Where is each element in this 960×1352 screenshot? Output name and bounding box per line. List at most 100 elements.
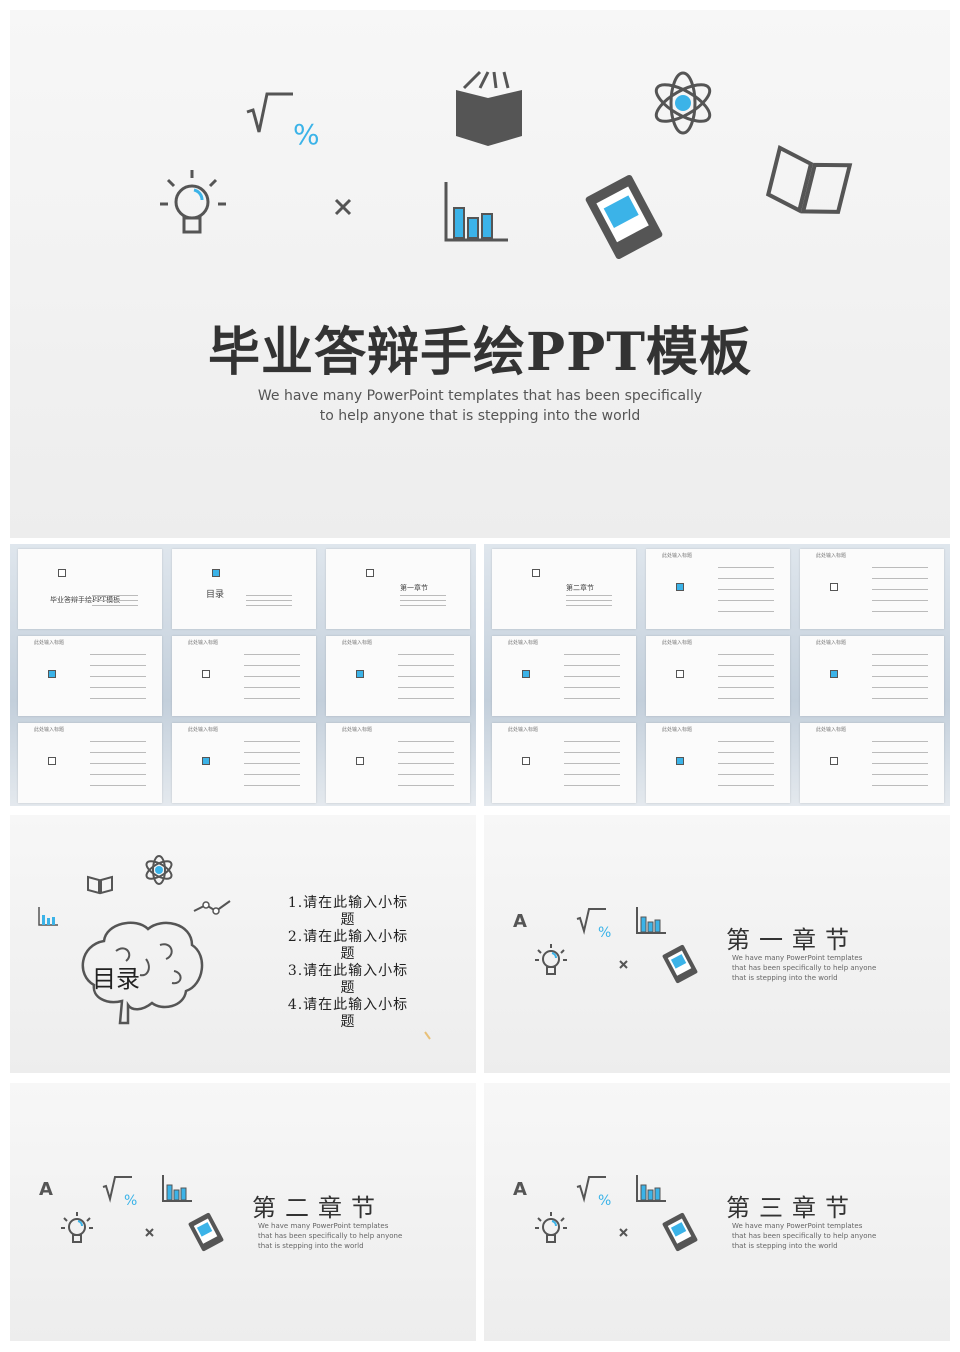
chapter-3-title: 第三章节	[726, 1194, 858, 1222]
slide-thumbnail-label: 此处输入标题	[662, 553, 693, 559]
bar-chart-icon	[162, 1175, 192, 1202]
slide-thumbnail-left-2[interactable]: 目录	[172, 549, 316, 629]
slide-thumbnail-left-8[interactable]: 此处输入标题	[172, 723, 316, 803]
chapter-3-desc-line1: We have many PowerPoint templates	[732, 1222, 863, 1230]
thumbnail-text-line	[718, 741, 774, 742]
svg-text:A: A	[513, 911, 527, 932]
thumbnail-text-line	[872, 589, 928, 590]
chapter-2-desc-line2: that has been specifically to help anyon…	[258, 1232, 403, 1240]
thumbnail-accent-mark	[676, 583, 684, 591]
slide-thumbnail-label: 毕业答辩手绘PPT模板	[50, 596, 121, 604]
thumbnail-text-line	[872, 687, 928, 688]
slide-thumbnail-right-2[interactable]: 此处输入标题	[646, 549, 790, 629]
slide-thumbnail-right-4[interactable]: 此处输入标题	[492, 636, 636, 716]
svg-text:%: %	[598, 925, 611, 941]
chapter-3-desc-line2: that has been specifically to help anyon…	[732, 1232, 877, 1240]
toc-item-1[interactable]: 1.请在此输入小标题	[268, 895, 428, 929]
slide-thumbnail-left-9[interactable]: 此处输入标题	[326, 723, 470, 803]
slide-thumbnail-right-3[interactable]: 此处输入标题	[800, 549, 944, 629]
thumbnail-accent-mark	[366, 569, 374, 577]
toc-item-2-line2: 题	[340, 946, 356, 962]
book-icon	[456, 70, 522, 146]
thumbnail-text-line	[564, 752, 620, 753]
chapter-1-slide: A % 第一章节 We have many PowerPoint templat…	[484, 815, 950, 1073]
bar-chart-icon	[38, 907, 58, 926]
thumbnail-text-line	[400, 605, 446, 606]
thumbnail-text-line	[398, 698, 454, 699]
slide-thumbnail-right-7[interactable]: 此处输入标题	[492, 723, 636, 803]
slide-thumbnail-label: 此处输入标题	[188, 640, 219, 646]
thumbnail-text-line	[872, 567, 928, 568]
hero-title: 毕业答辩手绘PPT模板	[208, 322, 752, 383]
slide-thumbnail-left-3[interactable]: 第一章节	[326, 549, 470, 629]
thumbnail-text-line	[400, 595, 446, 596]
thumbnail-text-line	[398, 763, 454, 764]
thumbnail-accent-mark	[522, 757, 530, 765]
toc-item-1-line1: 1.请在此输入小标	[287, 895, 409, 911]
thumbnail-text-line	[718, 567, 774, 568]
slide-thumbnail-left-1[interactable]: 毕业答辩手绘PPT模板	[18, 549, 162, 629]
bar-chart-icon	[444, 182, 508, 242]
thumbnail-accent-mark	[48, 757, 56, 765]
thumbnail-text-line	[244, 774, 300, 775]
slide-thumbnail-right-8[interactable]: 此处输入标题	[646, 723, 790, 803]
toc-slide: 目录 1.请在此输入小标题 2.请在此输入小标题 3.请在此输入小标题 4.请在…	[10, 815, 476, 1073]
thumbnail-text-line	[872, 774, 928, 775]
slide-thumbnail-label: 此处输入标题	[188, 727, 219, 733]
thumbnail-text-line	[90, 774, 146, 775]
thumbnail-text-line	[90, 654, 146, 655]
thumbnail-text-line	[718, 611, 774, 612]
thumbnail-text-line	[564, 698, 620, 699]
slide-thumbnail-right-1[interactable]: 第二章节	[492, 549, 636, 629]
thumbnail-text-line	[872, 600, 928, 601]
thumbnail-text-line	[718, 654, 774, 655]
toc-item-2[interactable]: 2.请在此输入小标题	[268, 929, 428, 963]
slide-thumbnail-label: 目录	[206, 590, 225, 600]
thumbnail-text-line	[90, 665, 146, 666]
thumbnail-text-line	[246, 605, 292, 606]
slide-thumbnail-label: 此处输入标题	[662, 640, 693, 646]
letter-a-icon: A	[513, 911, 527, 932]
thumbnail-text-line	[718, 665, 774, 666]
slide-thumbnail-right-5[interactable]: 此处输入标题	[646, 636, 790, 716]
thumbnail-text-line	[718, 600, 774, 601]
thumbnail-text-line	[398, 665, 454, 666]
thumbnail-text-line	[872, 611, 928, 612]
thumbnail-text-line	[566, 605, 612, 606]
brain-icon	[81, 921, 204, 1025]
slide-thumbnail-left-6[interactable]: 此处输入标题	[326, 636, 470, 716]
thumbnail-text-line	[718, 589, 774, 590]
toc-item-3[interactable]: 3.请在此输入小标题	[268, 963, 428, 997]
thumbnail-text-line	[244, 665, 300, 666]
chapter-2-desc-line1: We have many PowerPoint templates	[258, 1222, 389, 1230]
sqrt-percent-icon: %	[246, 92, 320, 151]
thumbnail-text-line	[564, 676, 620, 677]
tablet-icon	[188, 1212, 224, 1252]
lightbulb-icon	[61, 1212, 93, 1243]
thumbnail-text-line	[718, 752, 774, 753]
chapter-1-desc-line2: that has been specifically to help anyon…	[732, 964, 877, 972]
thumbnail-text-line	[718, 676, 774, 677]
toc-item-4[interactable]: 4.请在此输入小标题	[268, 997, 428, 1031]
thumbnail-accent-mark	[830, 583, 838, 591]
thumbnail-text-line	[872, 785, 928, 786]
toc-item-4-line2: 题	[340, 1014, 356, 1030]
thumbnail-text-line	[90, 741, 146, 742]
thumbnail-text-line	[872, 578, 928, 579]
thumbnail-text-line	[566, 600, 612, 601]
thumbnail-text-line	[246, 595, 292, 596]
slide-thumbnail-right-9[interactable]: 此处输入标题	[800, 723, 944, 803]
slide-thumbnail-label: 此处输入标题	[508, 640, 539, 646]
sqrt-percent-icon: %	[576, 908, 611, 941]
thumbnail-accent-mark	[676, 670, 684, 678]
open-book-icon	[765, 144, 853, 214]
thumbnail-text-line	[398, 654, 454, 655]
thumbnail-text-line	[564, 665, 620, 666]
svg-text:%: %	[598, 1193, 611, 1209]
slide-thumbnail-left-4[interactable]: 此处输入标题	[18, 636, 162, 716]
pencil-icon	[424, 1031, 431, 1040]
slide-thumbnail-right-6[interactable]: 此处输入标题	[800, 636, 944, 716]
thumbnail-text-line	[718, 578, 774, 579]
slide-thumbnail-left-7[interactable]: 此处输入标题	[18, 723, 162, 803]
slide-thumbnail-left-5[interactable]: 此处输入标题	[172, 636, 316, 716]
